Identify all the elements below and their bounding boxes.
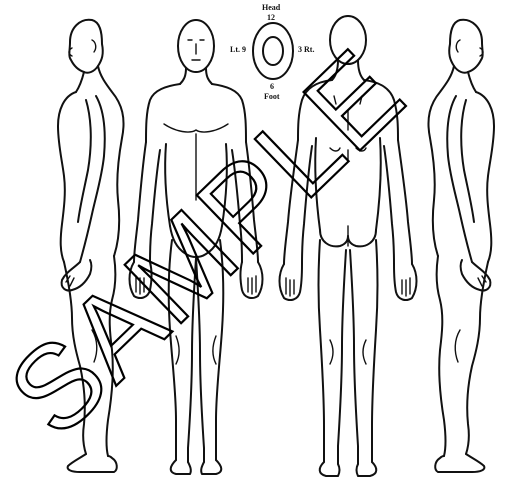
figure-back-view [280,16,417,476]
legend-6-label: 6 [270,83,274,91]
figure-front-view [130,20,263,474]
legend-foot-label: Foot [264,93,280,101]
legend-left-label: Lt. 9 [230,46,246,54]
clock-orientation-legend [253,23,293,79]
legend-inner-ring [263,37,283,65]
legend-12-label: 12 [267,14,275,22]
legend-right-label: 3 Rt. [298,46,314,54]
legend-outer-ring [253,23,293,79]
figure-left-side-view [58,20,124,472]
legend-head-label: Head [262,4,280,12]
figure-right-side-view [428,20,494,472]
